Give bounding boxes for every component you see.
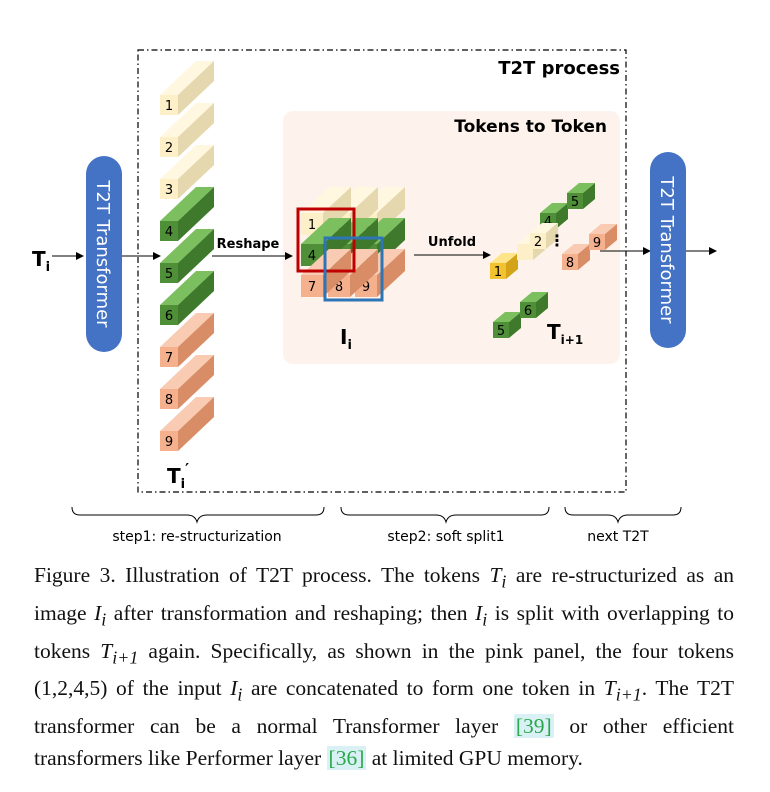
citation-39[interactable]: [39] (513, 714, 554, 739)
step1-brace (71, 506, 325, 524)
unfold-label: Unfold (428, 235, 476, 250)
blue-patch-box (323, 236, 384, 302)
token-number-2: 2 (165, 141, 173, 156)
output-ellipsis: ⋮ (549, 231, 565, 250)
token-number-1: 1 (165, 99, 173, 114)
output-token-a-seg-5: 5 (567, 183, 595, 210)
grid-number-9: 9 (362, 280, 370, 295)
figure-caption: Figure 3. Illustration of T2T process. T… (34, 563, 735, 770)
input-label: Ti (32, 247, 50, 275)
grid-number-1: 1 (308, 218, 316, 233)
ti-prime-token-column: 1 2 3 4 5 6 7 8 9 (160, 61, 214, 451)
output-token-b-number-9: 9 (593, 236, 601, 251)
reshape-label: Reshape (217, 237, 280, 252)
output-token-a-seg-2: 2 (530, 223, 558, 250)
output-token-a-number-5: 5 (571, 195, 579, 210)
output-token-a-number-2: 2 (534, 235, 542, 250)
token-cube-7: 7 (160, 313, 214, 367)
token-number-5: 5 (165, 267, 173, 282)
step2-brace (340, 506, 550, 524)
grid-number-7: 7 (308, 280, 316, 295)
output-token-b-lower-seg-6: 6 (520, 292, 548, 319)
output-token-a-seg-1: 1 (490, 253, 518, 280)
token-cube-9: 9 (160, 397, 214, 451)
step1-label: step1: re-structurization (112, 529, 281, 545)
token-cube-6: 6 (160, 271, 214, 325)
ti-prime-label: Ti′ (167, 460, 189, 492)
token-cube-3: 3 (160, 145, 214, 199)
token-number-6: 6 (165, 309, 173, 324)
step2-label: step2: soft split1 (387, 529, 504, 545)
output-token-b-lower-number-5: 5 (497, 324, 505, 339)
citation-36[interactable]: [36] (326, 745, 367, 770)
output-token-b-seg-8: 8 (562, 244, 590, 271)
t2t-diagram: T2T process Tokens to Token Ti T2T Trans… (32, 49, 717, 545)
step3-label: next T2T (587, 529, 649, 545)
output-token-b-seg-9: 9 (589, 224, 617, 251)
next-t2t-transformer-label: T2T Transformer (656, 175, 677, 324)
token-cube-4: 4 (160, 187, 214, 241)
image-label: Ii (340, 325, 352, 353)
grid-number-8: 8 (335, 280, 343, 295)
panel-title: Tokens to Token (454, 117, 607, 137)
output-token-b-lower-number-6: 6 (524, 304, 532, 319)
image-grid: 321654987 (301, 187, 405, 297)
token-cube-5: 5 (160, 229, 214, 283)
token-number-8: 8 (165, 393, 173, 408)
output-tokens: 4 5 1 2 8 9 5 6 (490, 183, 617, 339)
grid-number-4: 4 (308, 249, 316, 264)
token-number-9: 9 (165, 435, 173, 450)
output-token-a-number-4: 4 (544, 215, 552, 230)
token-cube-1: 1 (160, 61, 214, 115)
token-number-3: 3 (165, 183, 173, 198)
output-label: Ti+1 (547, 320, 583, 347)
step3-brace (564, 506, 682, 524)
token-number-7: 7 (165, 351, 173, 366)
t2t-transformer-block (86, 156, 122, 352)
output-token-b-number-8: 8 (566, 256, 574, 271)
token-number-4: 4 (165, 225, 173, 240)
process-title: T2T process (498, 58, 620, 79)
next-t2t-transformer-block (650, 152, 686, 348)
t2t-transformer-label: T2T Transformer (92, 179, 113, 328)
token-cube-8: 8 (160, 355, 214, 409)
token-cube-2: 2 (160, 103, 214, 157)
t2t-process-frame (137, 49, 627, 493)
output-token-a-number-1: 1 (494, 265, 502, 280)
output-token-b-lower-seg-5: 5 (493, 312, 521, 339)
